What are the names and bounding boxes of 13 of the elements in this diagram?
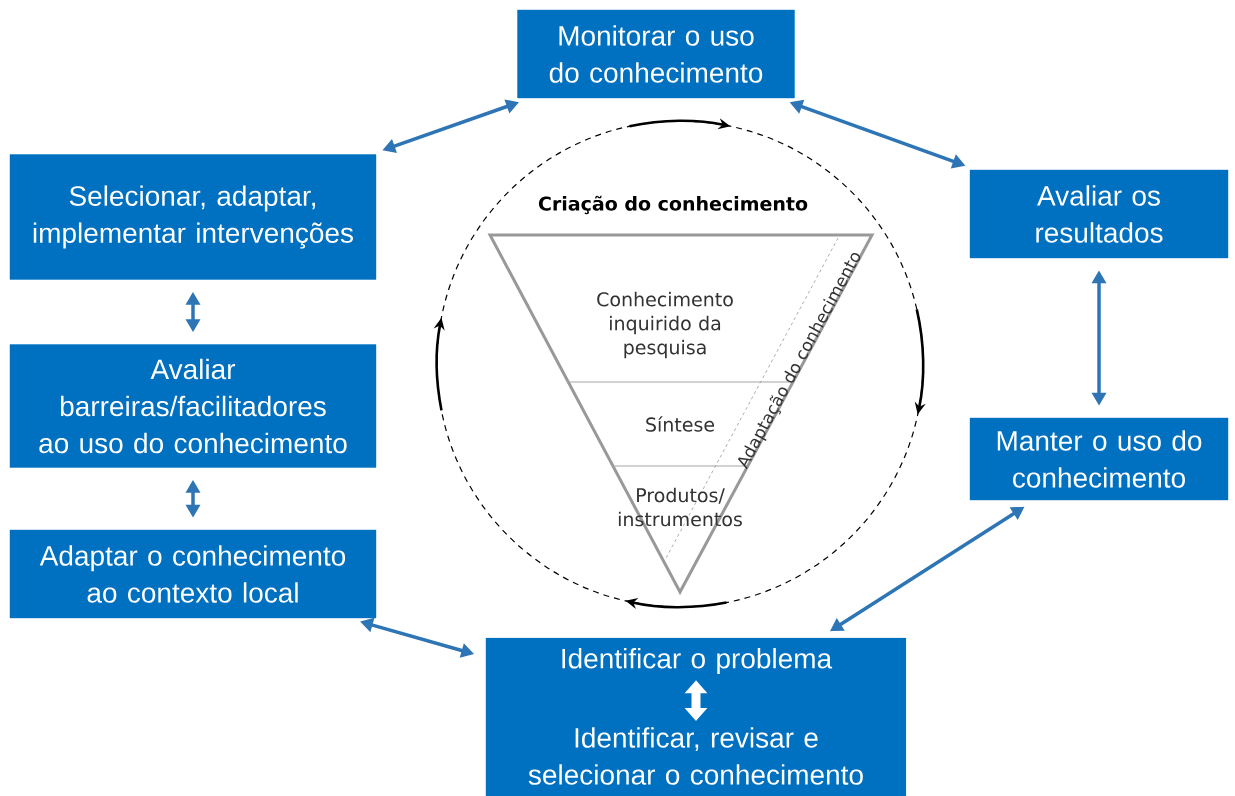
band-label: Síntese: [646, 416, 715, 432]
process-box: Adaptar o conhecimento ao contexto local: [9, 529, 377, 619]
process-box: Avaliar barreiras/facilitadores ao uso do conhecimento: [9, 344, 377, 468]
process-box: Manter o uso do conhecimento: [969, 417, 1229, 501]
step-text: Identificar, revisar e selecionar o conhecimento: [528, 727, 863, 785]
process-box: [485, 637, 907, 796]
heading: Criação do conhecimento: [538, 195, 808, 215]
band-label: Conhecimento inquirido da pesquisa: [597, 291, 733, 359]
band-label: Produtos/ instrumentos: [618, 487, 742, 527]
process-box: Monitorar o uso do conhecimento: [517, 9, 795, 99]
process-box: Selecionar, adaptar, implementar intervenções: [9, 154, 377, 280]
step-text: Identificar o problema: [562, 647, 833, 675]
process-box: Avaliar os resultados: [969, 169, 1229, 259]
